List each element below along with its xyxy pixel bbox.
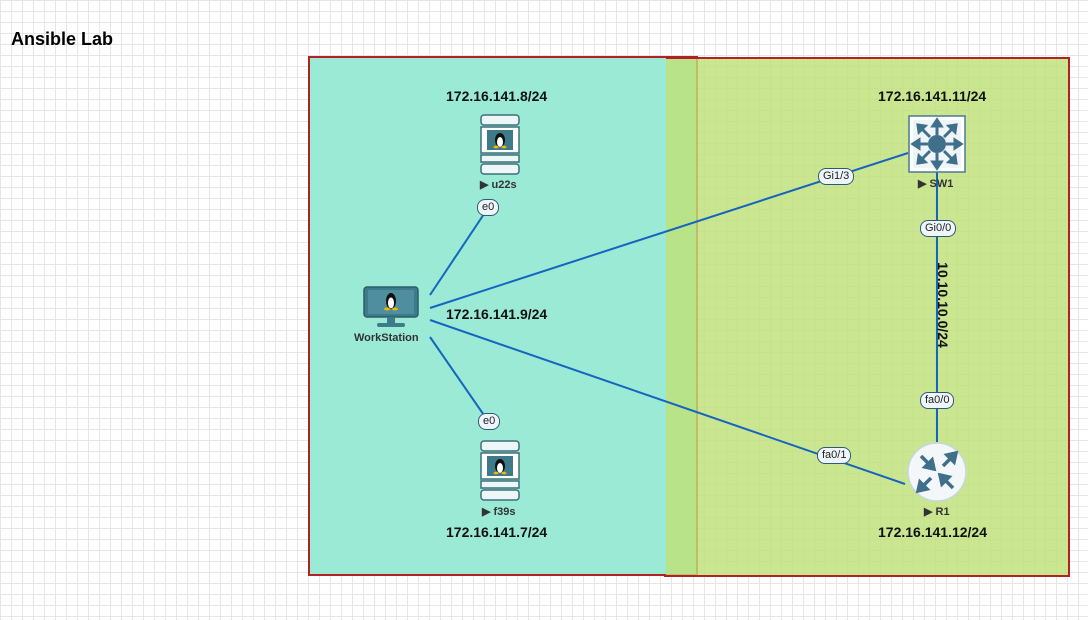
sw1-label: ▶ SW1 <box>918 178 954 190</box>
u22s-node[interactable] <box>480 114 520 181</box>
link-workstation-u22s[interactable] <box>429 207 489 296</box>
u22s-label: ▶ u22s <box>480 179 517 191</box>
sw1-gi00-port[interactable]: Gi0/0 <box>920 220 957 237</box>
r1-ip: 172.16.141.12/24 <box>878 524 987 540</box>
u22s-ip: 172.16.141.8/24 <box>446 88 548 104</box>
sw1-node[interactable] <box>908 115 966 178</box>
u22s-e0-port[interactable]: e0 <box>477 199 500 216</box>
f39s-name: f39s <box>493 506 516 518</box>
r1-name: R1 <box>935 506 950 518</box>
r1-node[interactable] <box>905 441 969 508</box>
r1-label: ▶ R1 <box>924 506 950 518</box>
link-workstation-f39s[interactable] <box>429 336 489 422</box>
sw1-name: SW1 <box>929 178 954 190</box>
switch-icon <box>908 115 966 173</box>
linux-desktop-icon <box>363 286 419 327</box>
workstation-ip: 172.16.141.9/24 <box>446 306 548 322</box>
u22s-name: u22s <box>491 179 517 191</box>
sw1-ip: 172.16.141.11/24 <box>878 88 987 104</box>
workstation-label: WorkStation <box>354 332 419 344</box>
subnet-label: 10.10.10.0/24 <box>934 262 951 348</box>
router-icon <box>907 442 967 502</box>
linux-server-icon <box>480 114 520 175</box>
f39s-label: ▶ f39s <box>482 506 516 518</box>
sw1-gi13-port[interactable]: Gi1/3 <box>818 168 855 185</box>
r1-fa01-port[interactable]: fa0/1 <box>817 447 852 464</box>
linux-server-icon <box>480 440 520 501</box>
f39s-e0-port[interactable]: e0 <box>478 413 501 430</box>
f39s-node[interactable] <box>480 440 520 507</box>
workstation-node[interactable] <box>362 286 420 335</box>
f39s-ip: 172.16.141.7/24 <box>446 524 548 540</box>
lab-title: Ansible Lab <box>11 29 114 49</box>
r1-fa00-port[interactable]: fa0/0 <box>920 392 955 409</box>
